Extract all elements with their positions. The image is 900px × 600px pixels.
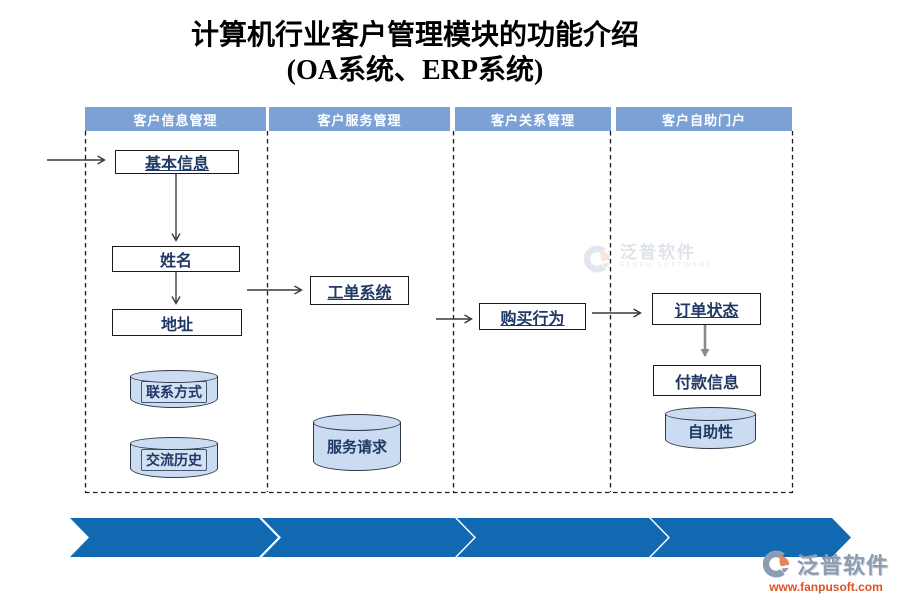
cylinder-communication-history: 交流历史 xyxy=(130,437,218,478)
cylinder-top xyxy=(130,370,218,383)
column-header-customer-self-portal: 客户自助门户 xyxy=(616,107,792,131)
node-name: 姓名 xyxy=(112,246,240,272)
title-line-1: 计算机行业客户管理模块的功能介绍 xyxy=(190,20,639,51)
node-self-service: 自助性 xyxy=(687,424,733,441)
lane-divider-lines xyxy=(84,131,794,494)
node-basic-info: 基本信息 xyxy=(115,150,239,174)
cylinder-top xyxy=(130,437,218,450)
diagram-title: 计算机行业客户管理模块的功能介绍 (OA系统、ERP系统) xyxy=(0,18,830,88)
process-chevron-3 xyxy=(457,518,668,557)
node-address: 地址 xyxy=(112,309,242,336)
node-service-request: 服务请求 xyxy=(326,439,387,456)
cylinder-contact-method: 联系方式 xyxy=(130,370,218,408)
fanpu-logo-icon xyxy=(584,245,611,273)
node-communication-history: 交流历史 xyxy=(141,449,207,471)
node-order-status: 订单状态 xyxy=(652,293,761,325)
column-header-customer-service-mgmt: 客户服务管理 xyxy=(269,107,450,131)
cylinder-top xyxy=(665,407,756,421)
cylinder-self-service: 自助性 xyxy=(665,407,756,449)
process-chevron-2 xyxy=(262,518,474,557)
node-purchase-behavior: 购买行为 xyxy=(479,303,586,330)
footer-brand-text: 泛普软件 xyxy=(797,553,890,578)
column-header-customer-info-mgmt: 客户信息管理 xyxy=(85,107,266,131)
node-contact-method: 联系方式 xyxy=(141,380,207,403)
process-chevron-4 xyxy=(651,518,851,557)
node-work-order-system: 工单系统 xyxy=(310,276,409,305)
title-line-2: (OA系统、ERP系统) xyxy=(286,55,544,86)
watermark-brand-text: 泛普软件 xyxy=(620,243,696,262)
cylinder-service-request: 服务请求 xyxy=(313,414,401,471)
footer-logo: 泛普软件 www.fanpusoft.com xyxy=(763,548,889,594)
process-chevron-1 xyxy=(70,518,278,557)
node-payment-info: 付款信息 xyxy=(653,365,761,396)
cylinder-top xyxy=(313,414,401,431)
column-header-customer-relation-mgmt: 客户关系管理 xyxy=(455,107,611,131)
center-watermark: 泛普软件 FANPU SOFTWARE xyxy=(584,244,713,274)
connector-arrows xyxy=(47,160,640,319)
watermark-sub-text: FANPU SOFTWARE xyxy=(620,262,713,269)
footer-url-text: www.fanpusoft.com xyxy=(769,580,883,594)
fanpu-logo-icon xyxy=(763,550,790,578)
